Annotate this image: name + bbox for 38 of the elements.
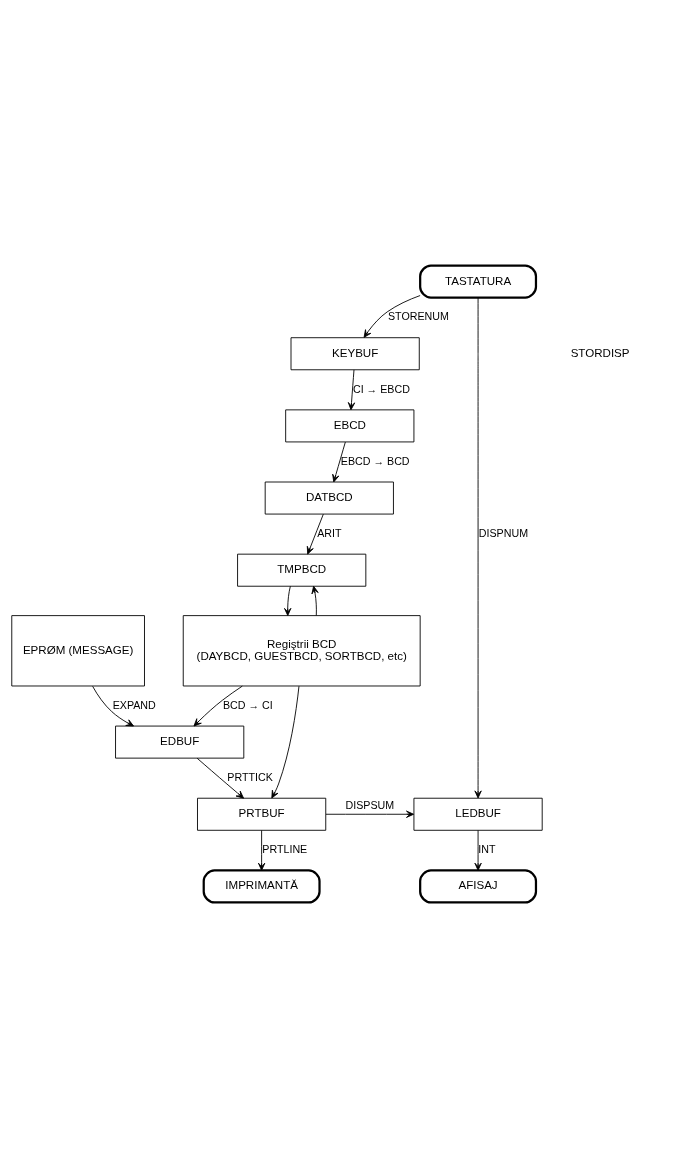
arrow xyxy=(306,513,324,554)
node-box: EDBUF xyxy=(115,725,245,759)
node-box: KEYBUF xyxy=(290,336,420,370)
edge-label: PRTTICK xyxy=(227,770,273,783)
node-box: TMPBCD xyxy=(237,553,367,587)
edge-label: STORENUM xyxy=(387,309,449,322)
node-box: Regiştrii BCD (DAYBCD, GUESTBCD, SORTBCD, etc) xyxy=(182,614,421,686)
arrow xyxy=(474,829,482,871)
arrow xyxy=(196,757,244,799)
edge-label: DISPSUM xyxy=(345,798,395,811)
node-box: IMPRIMANTĂ xyxy=(202,868,321,904)
edge-label: EBCD → BCD xyxy=(340,454,410,467)
edge-label: BCD → CI xyxy=(222,698,273,711)
arrow xyxy=(92,685,134,726)
node-box: EBCD xyxy=(285,408,415,442)
label: STORDISP xyxy=(570,346,630,359)
node-box: TASTATURA xyxy=(419,263,538,299)
node-box: PRTBUF xyxy=(197,797,327,831)
edge-label: ARIT xyxy=(317,526,342,539)
arrow xyxy=(325,810,415,818)
node-box: EPRØM (MESSAGE) xyxy=(11,614,145,686)
edge-label: CI → EBCD xyxy=(352,382,410,395)
edge-label: PRTLINE xyxy=(262,842,308,855)
arrow xyxy=(193,685,243,726)
arrow xyxy=(271,685,300,798)
node-box: AFISAJ xyxy=(419,868,538,904)
arrow xyxy=(332,441,346,482)
arrow xyxy=(311,585,319,616)
edge-label: DISPNUM xyxy=(478,526,529,539)
edge-label: EXPAND xyxy=(112,698,156,711)
arrow xyxy=(474,296,482,798)
edge-label: INT xyxy=(478,842,496,855)
arrow xyxy=(284,585,292,616)
node-box: LEDBUF xyxy=(413,797,543,831)
arrow xyxy=(363,294,421,338)
arrow xyxy=(347,368,356,410)
node-box: DATBCD xyxy=(264,481,394,515)
arrow xyxy=(257,829,266,871)
